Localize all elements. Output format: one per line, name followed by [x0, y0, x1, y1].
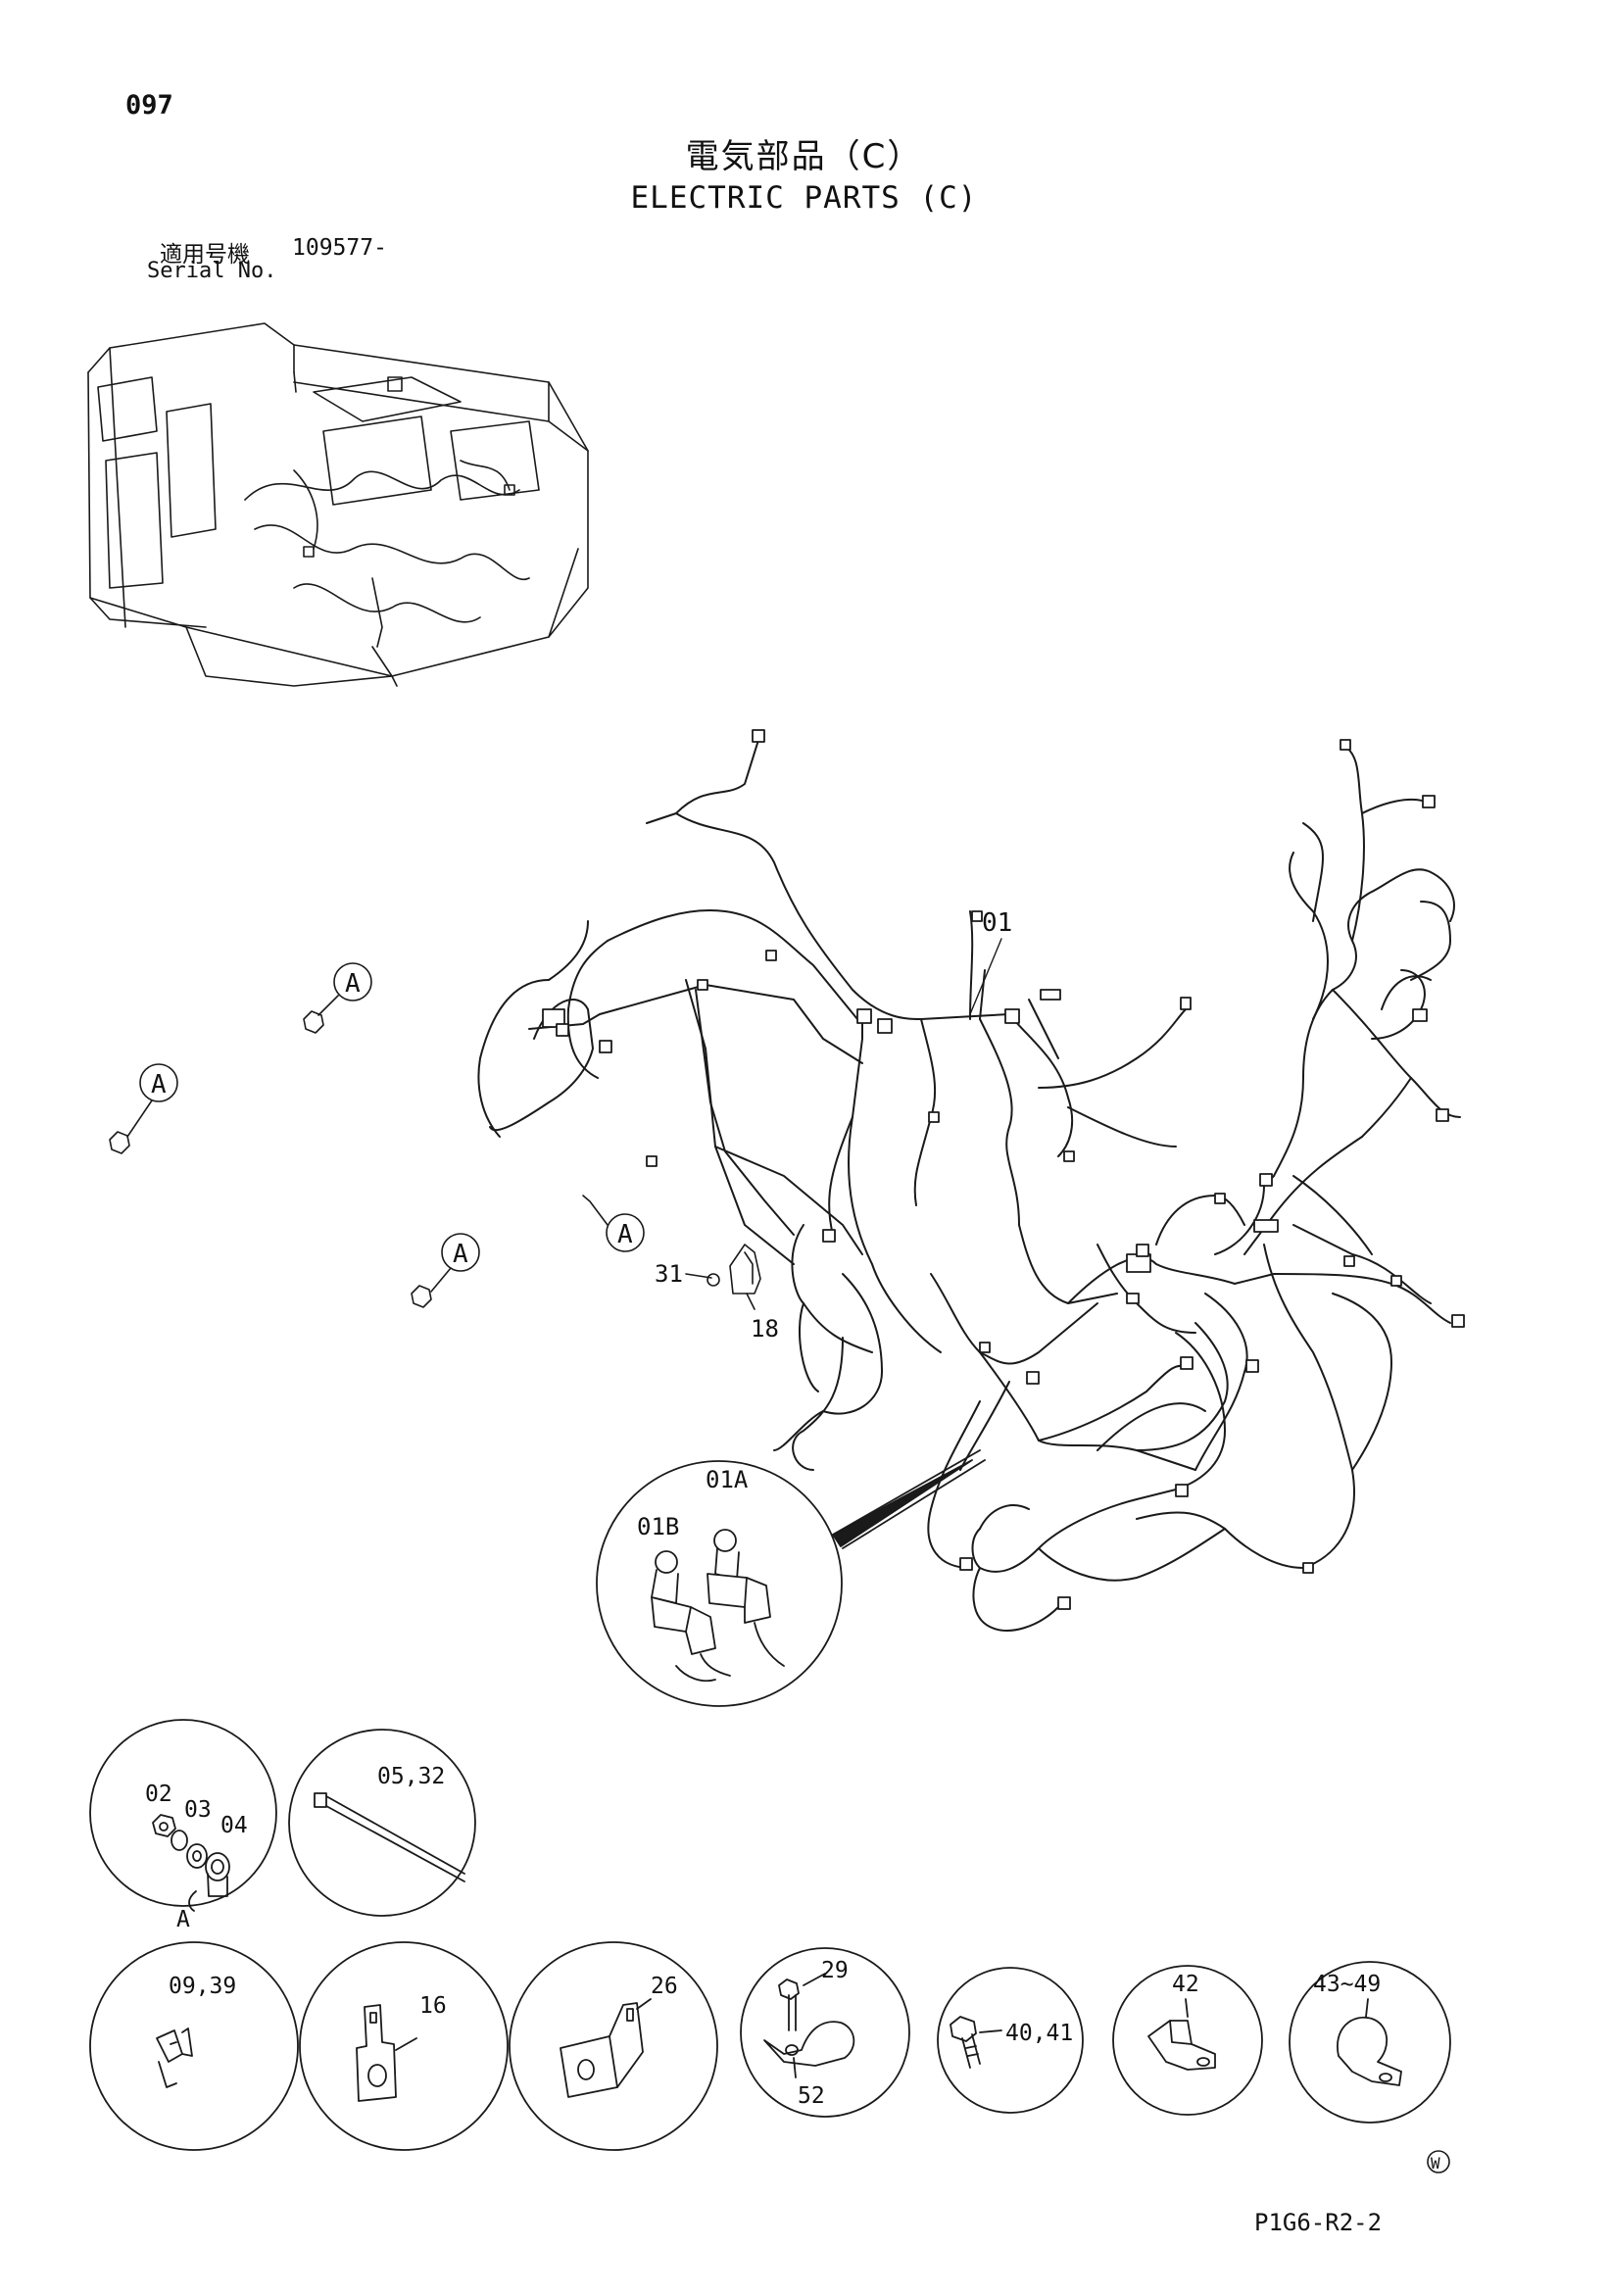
w-stamp-icon — [1427, 2150, 1450, 2174]
clip-09-39-label: 09,39 — [169, 1974, 236, 1999]
detail-bolt-40-41 — [937, 1967, 1084, 2114]
callout-a-markers — [109, 962, 645, 1308]
bracket-18-label: 18 — [751, 1315, 779, 1343]
detail-01a-01b — [596, 1449, 986, 1707]
harness-01b-label: 01B — [637, 1513, 679, 1540]
machine-overview-illustration — [87, 322, 589, 687]
nut-02-label: 02 — [145, 1782, 172, 1807]
page-number: 097 — [125, 90, 173, 121]
serial-label-jp: 適用号機 — [160, 242, 250, 268]
detail-bolt-29-clamp-52 — [740, 1947, 910, 2118]
harness-01a-label: 01A — [706, 1466, 749, 1493]
callout-a-label: A — [453, 1240, 468, 1269]
clamp-42-label: 42 — [1172, 1972, 1199, 1997]
detail-a-label: A — [176, 1907, 190, 1932]
washer-03-label: 03 — [184, 1797, 212, 1823]
harness-connectors — [542, 729, 1465, 1610]
detail-clamp-43-49 — [1289, 1961, 1451, 2124]
detail-clamp-42 — [1112, 1965, 1263, 2116]
detail-plate-16 — [299, 1941, 509, 2151]
w-stamp-label: W — [1431, 2154, 1440, 2173]
cable-tie-05-32-label: 05,32 — [377, 1764, 445, 1789]
detail-cable-tie — [288, 1729, 476, 1917]
main-wiring-harness — [477, 736, 1461, 1632]
drawing-code: P1G6-R2-2 — [1254, 2209, 1383, 2236]
clamp-52-label: 52 — [798, 2083, 825, 2109]
detail-a-nut-washers — [89, 1719, 277, 1912]
clamp-43-49-label: 43~49 — [1313, 1972, 1381, 1997]
harness-callout-label: 01 — [982, 908, 1012, 938]
detail-bracket-26 — [509, 1941, 718, 2151]
serial-label-en: Serial No. — [147, 259, 277, 283]
page-title-jp: 電気部品（C） — [685, 137, 923, 176]
lock-washer-04-label: 04 — [220, 1813, 248, 1838]
page-title-en: ELECTRIC PARTS (C) — [630, 180, 978, 216]
bolt-29-label: 29 — [821, 1958, 849, 1983]
callout-a-label: A — [345, 969, 361, 999]
detail-clip-09-39 — [89, 1941, 299, 2151]
serial-value: 109577- — [292, 235, 387, 261]
bolt-40-41-label: 40,41 — [1005, 2021, 1073, 2046]
callout-a-label: A — [617, 1220, 633, 1249]
plate-16-label: 16 — [419, 1993, 447, 2019]
bolt-31-label: 31 — [655, 1260, 683, 1288]
callout-a-label: A — [151, 1070, 167, 1099]
bracket-26-label: 26 — [651, 1974, 678, 1999]
bracket-18-and-bolt-31 — [685, 1244, 761, 1310]
